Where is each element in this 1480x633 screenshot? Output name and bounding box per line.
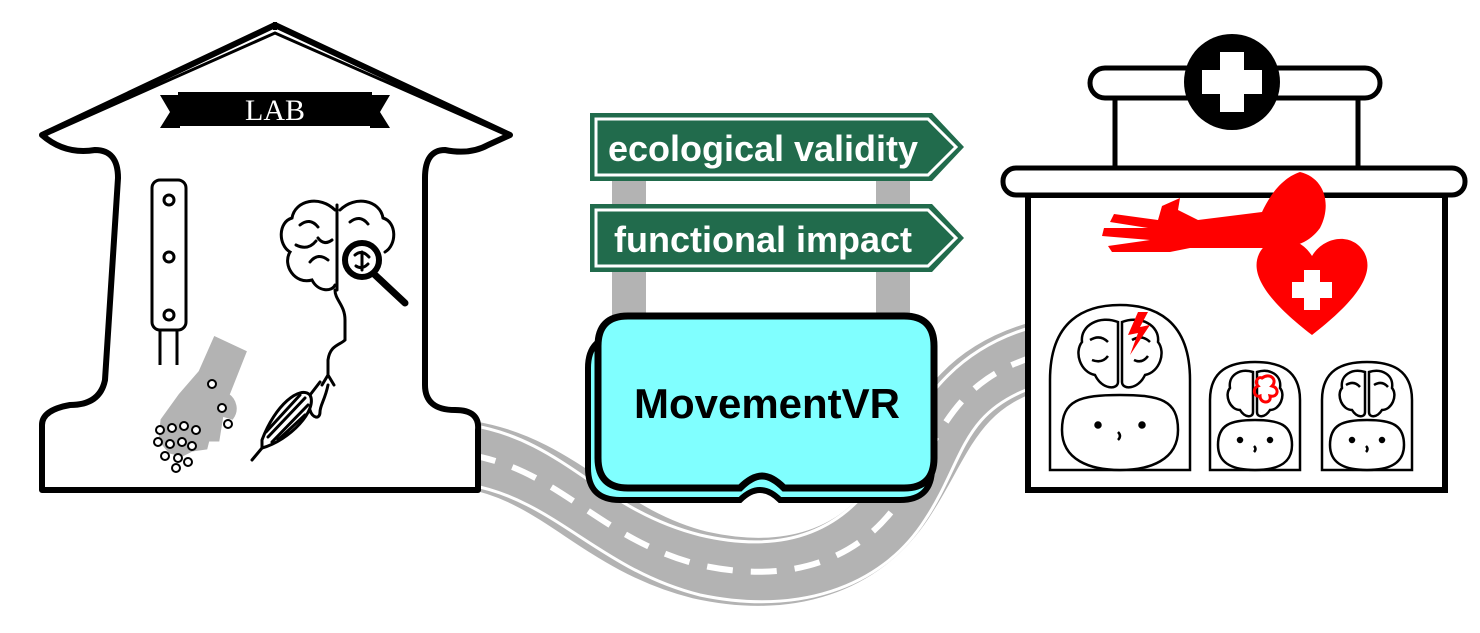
patient-lesion-icon [1208,360,1302,472]
electrode-strip-icon [150,178,188,365]
sign-bottom-label: functional impact [614,219,912,260]
hand-electrodes-icon [153,335,247,473]
nerve-icon [308,373,336,419]
patient-healthy-icon [1320,360,1414,472]
muscle-icon [250,380,322,462]
sign-top-label: ecological validity [608,128,918,169]
patient-stroke-icon [1048,303,1192,472]
vr-headset-label: MovementVR [634,380,900,427]
vr-headset: MovementVR [585,312,938,503]
red-arm-icon [1102,172,1326,252]
sign-functional-impact: functional impact [590,204,964,272]
medical-cross-icon [1184,34,1280,130]
lab-banner: LAB [160,92,390,128]
brain-magnifier-icon [279,199,409,377]
lab-banner-label: LAB [245,94,305,127]
lab-building [39,22,513,493]
heart-cross-icon [1256,238,1368,335]
sign-ecological-validity: ecological validity [590,113,964,181]
